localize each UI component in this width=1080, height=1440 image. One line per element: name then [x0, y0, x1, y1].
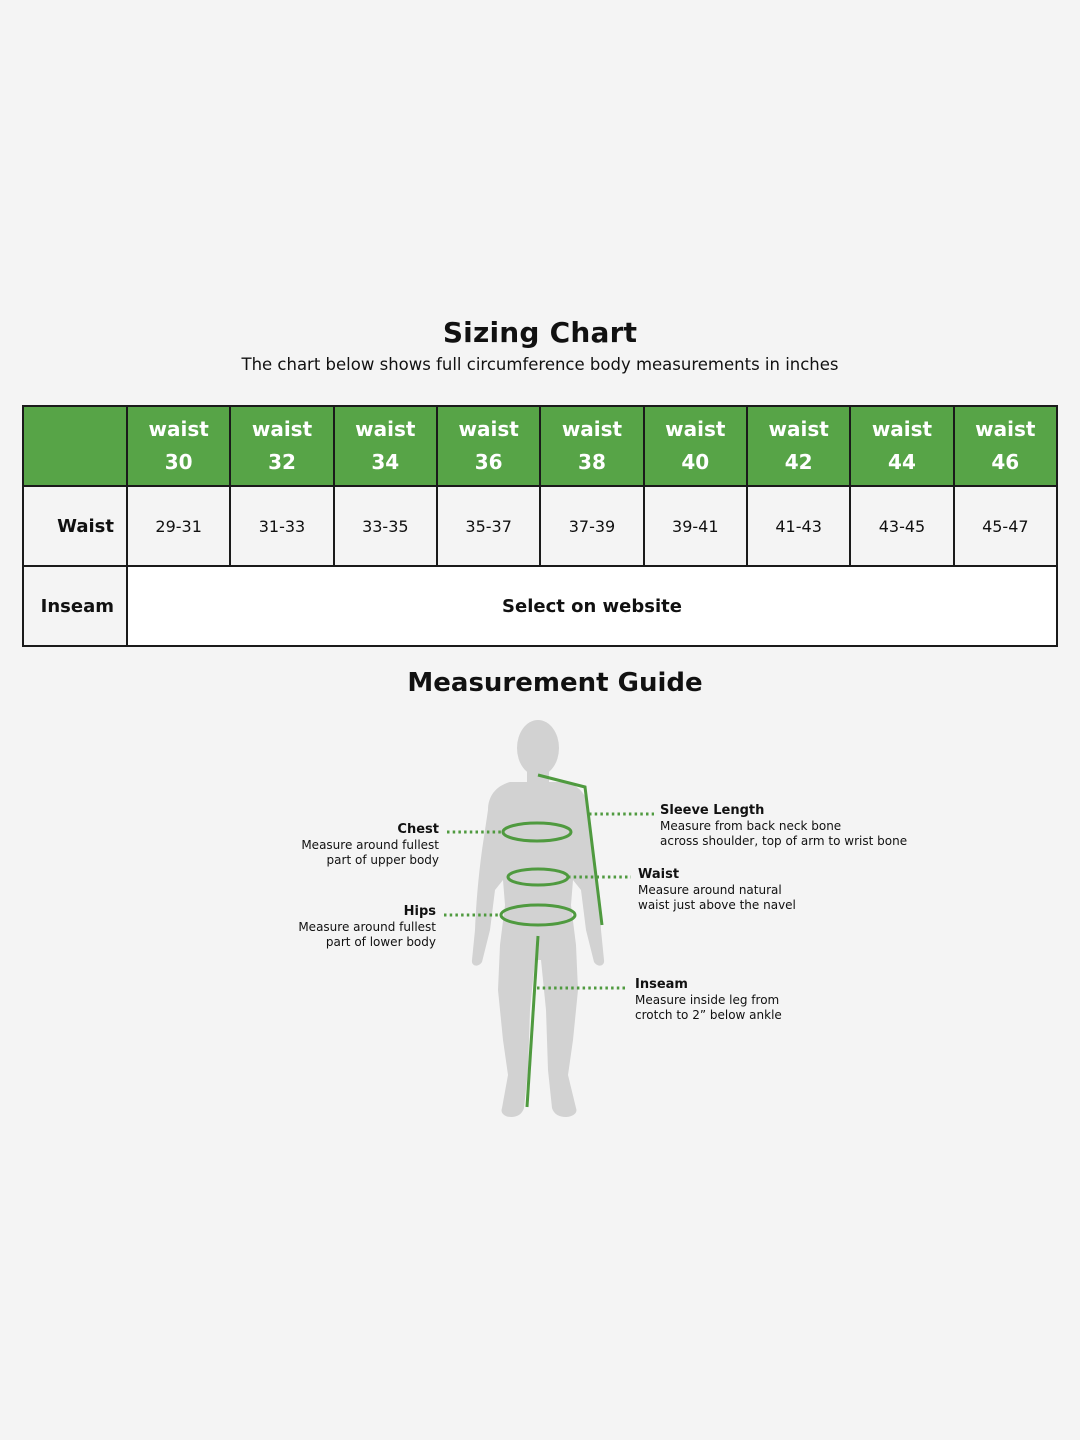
table-cell: 41-43 — [745, 485, 852, 567]
measurement-lines — [444, 773, 654, 1108]
hips-label: Hips Measure around fullest part of lowe… — [266, 904, 436, 951]
measurement-guide-title: Measurement Guide — [407, 668, 703, 698]
table-cell: 43-45 — [849, 485, 955, 567]
row-label-waist: Waist — [22, 485, 128, 567]
hips-label-line2: part of lower body — [325, 935, 436, 949]
sleeve-label-line1: Measure from back neck bone — [660, 818, 842, 833]
inseam-value-cell: Select on website — [126, 565, 1058, 647]
sizing-chart-subtitle: The chart below shows full circumference… — [241, 355, 839, 374]
waist-label-line1: Measure around natural — [638, 882, 782, 897]
table-cell: 37-39 — [539, 485, 645, 567]
header-corner-cell — [22, 405, 128, 487]
sleeve-line — [537, 773, 604, 926]
hips-label-line1: Measure around fullest — [298, 919, 436, 934]
sleeve-label: Sleeve Length Measure from back neck bon… — [660, 803, 920, 850]
table-cell: 31-33 — [229, 485, 335, 567]
waist-label-line2: waist just above the navel — [638, 898, 796, 912]
inseam-label-line1: Measure inside leg from — [635, 992, 780, 1007]
table-cell: 35-37 — [435, 485, 542, 567]
inseam-label-title: Inseam — [635, 977, 688, 992]
chest-label-title: Chest — [397, 822, 439, 837]
waist-label: Waist Measure around natural waist just … — [638, 867, 858, 914]
table-row-inseam: Inseam Select on website — [22, 565, 1058, 647]
sizing-chart-title: Sizing Chart — [442, 316, 638, 349]
waist-label-title: Waist — [638, 867, 680, 882]
inseam-label: Inseam Measure inside leg from crotch to… — [635, 977, 855, 1024]
sleeve-label-line2: across shoulder, top of arm to wrist bon… — [660, 834, 908, 848]
table-cell: 33-35 — [332, 485, 438, 567]
table-row-waist: Waist 29-31 31-33 33-35 35-37 37-39 39-4… — [22, 485, 1059, 567]
chest-label: Chest Measure around fullest part of upp… — [270, 822, 439, 869]
hips-ring — [499, 903, 577, 927]
row-label-inseam: Inseam — [22, 565, 128, 647]
chest-label-line2: part of upper body — [326, 853, 439, 867]
table-cell: 39-41 — [642, 485, 748, 567]
sleeve-label-title: Sleeve Length — [660, 803, 765, 818]
inseam-label-line2: crotch to 2” below ankle — [635, 1008, 782, 1022]
hips-label-title: Hips — [403, 904, 436, 919]
chest-ring — [501, 821, 573, 843]
chest-label-line1: Measure around fullest — [301, 837, 439, 852]
body-silhouette — [471, 720, 605, 1118]
table-cell: 45-47 — [952, 485, 1059, 567]
table-cell: 29-31 — [125, 485, 232, 567]
inseam-line — [525, 935, 540, 1108]
